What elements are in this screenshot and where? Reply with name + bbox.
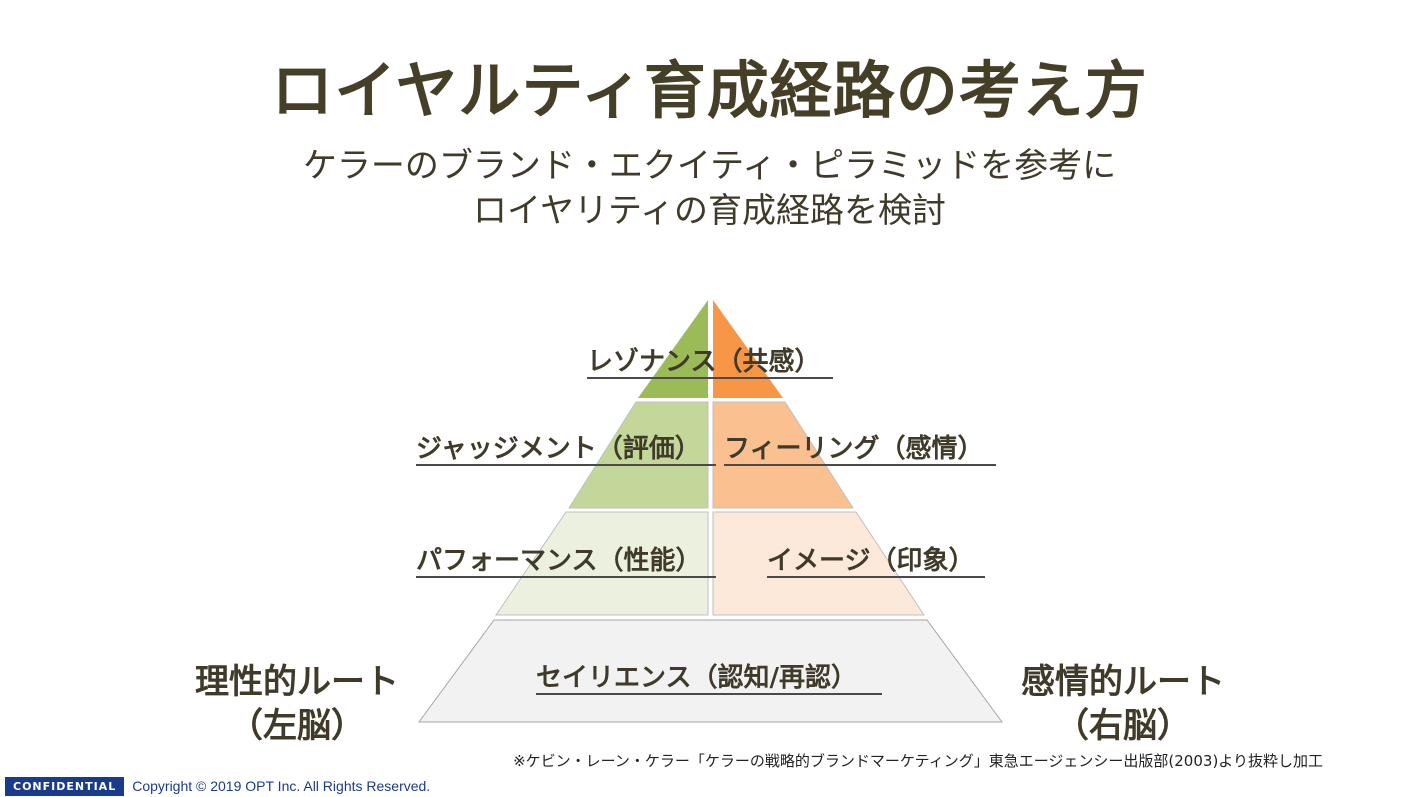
feeling-label: フィーリング（感情） [724,436,996,466]
imagery-segment [712,511,925,616]
performance-label: パフォーマンス（性能） [416,548,716,578]
rational-route-note: （左脳） [229,706,365,746]
judgment-segment [568,401,709,509]
rational-route-title: 理性的ルート [195,662,399,702]
page-title: ロイヤルティ育成経路の考え方 [271,54,1148,127]
footer: CONFIDENTIAL Copyright © 2019 OPT Inc. A… [5,776,430,796]
salience-label: セイリエンス（認知/再認） [536,665,882,695]
imagery-label: イメージ（印象） [767,548,985,578]
confidential-badge: CONFIDENTIAL [5,776,125,796]
subtitle-line-1: ケラーのブランド・エクイティ・ピラミッドを参考に [302,146,1117,186]
copyright-text: Copyright © 2019 OPT Inc. All Rights Res… [132,778,431,794]
emotional-route-note: （右脳） [1055,706,1191,746]
subtitle-line-2: ロイヤリティの育成経路を検討 [473,191,946,231]
rational-route: 理性的ルート （左脳） [182,660,412,748]
feeling-segment [712,401,854,509]
performance-segment [495,511,709,616]
salience-segment [418,619,1003,723]
emotional-route-title: 感情的ルート [1021,662,1225,702]
resonance-label: レゾナンス（共感） [587,349,833,379]
source-note: ※ケビン・レーン・ケラー「ケラーの戦略的ブランドマーケティング」東急エージェンシ… [513,752,1323,770]
resonance-left-segment [638,300,708,398]
judgment-label: ジャッジメント（評価） [416,436,716,466]
emotional-route: 感情的ルート （右脳） [1008,660,1238,748]
resonance-right-segment [713,300,783,398]
